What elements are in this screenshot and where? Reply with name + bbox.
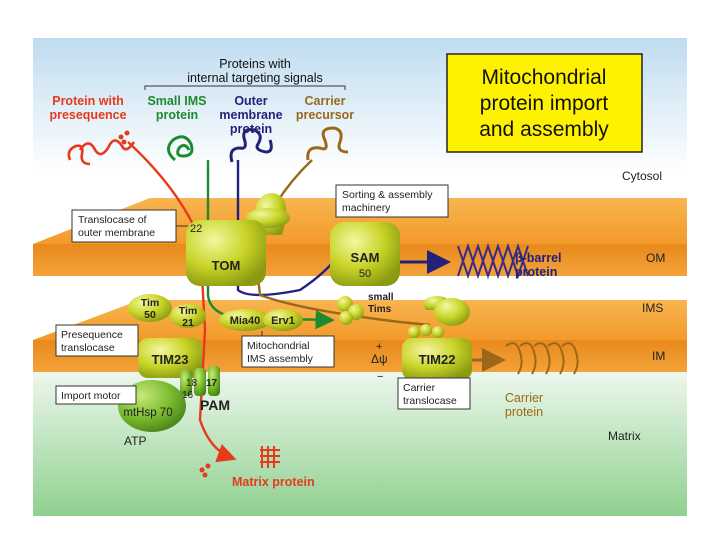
presequence-callout-line-2: translocase	[61, 342, 115, 354]
title-line-3: and assembly	[479, 118, 609, 141]
tim50-label-line-1: Tim	[141, 297, 159, 309]
outer-membrane-protein-icon	[229, 128, 273, 163]
tim23-complex: Tim 50 Tim 21 TIM23	[128, 294, 206, 378]
carrier-translocase-callout-box: Carrier translocase	[397, 377, 471, 410]
group-label-line-2: internal targeting signals	[187, 71, 323, 85]
carrier-protein-label-line-1: Carrier	[505, 391, 543, 405]
import-motor-callout-text: Import motor	[61, 390, 121, 402]
matrix-protein-icon	[260, 446, 280, 468]
presequence-tail-icon	[67, 144, 91, 166]
mia40-label: Mia40	[230, 315, 261, 327]
sorting-callout-box: Sorting & assembly machinery	[335, 184, 449, 218]
carrier-translocase-callout-line-2: translocase	[403, 395, 457, 407]
title-line-2: protein import	[480, 92, 609, 115]
pam16-label: 16	[182, 390, 194, 401]
tim22-label: TIM22	[419, 352, 456, 367]
tom22-label: 22	[190, 223, 202, 235]
small-ims-label-line-2: protein	[156, 108, 198, 122]
pam18-label: 18	[186, 378, 198, 389]
presequence-signal-icon	[118, 130, 130, 145]
region-matrix: Matrix	[608, 429, 641, 443]
delta-psi-label: Δψ	[371, 352, 388, 366]
tim21-label-line-1: Tim	[179, 305, 197, 317]
plus-sign: +	[376, 341, 382, 353]
tim50-label-line-2: 50	[144, 309, 156, 321]
atp-label: ATP	[124, 434, 146, 448]
tom-complex: 22 TOM	[186, 193, 290, 286]
matrix-protein-label: Matrix protein	[232, 475, 315, 489]
tom-callout-box: Translocase of outer membrane	[71, 209, 188, 243]
outer-membrane-label-line-2: membrane	[219, 108, 282, 122]
mthsp70-label: mtHsp 70	[123, 407, 172, 419]
outer-membrane-label-line-1: Outer	[234, 94, 267, 108]
region-im: IM	[652, 349, 665, 363]
presequence-label-line-1: Protein with	[52, 94, 124, 108]
carrier-protein-label-line-2: protein	[505, 405, 543, 419]
ims-assembly-callout-line-1: Mitochondrial	[247, 340, 309, 352]
region-cytosol: Cytosol	[622, 169, 662, 183]
sam-label: SAM	[351, 250, 380, 265]
region-om: OM	[646, 251, 665, 265]
tom-callout-line-1: Translocase of	[78, 214, 147, 226]
minus-sign: −	[377, 371, 383, 383]
carrier-translocase-callout-line-1: Carrier	[403, 382, 436, 394]
beta-barrel-label-line-2: protein	[515, 265, 557, 279]
group-label-line-1: Proteins with	[219, 57, 291, 71]
presequence-label-line-2: presequence	[49, 108, 126, 122]
tom-label: TOM	[212, 258, 241, 273]
sam50-label: 50	[359, 268, 371, 280]
small-ims-protein-icon	[167, 135, 194, 162]
sam-complex: SAM 50	[330, 222, 400, 286]
sorting-callout-line-1: Sorting & assembly	[342, 189, 433, 201]
presequence-protein-icon	[78, 139, 136, 156]
small-ims-label-line-1: Small IMS	[147, 94, 206, 108]
pam-label: PAM	[200, 397, 230, 413]
beta-barrel-icon	[457, 242, 529, 280]
carrier-precursor-label-line-1: Carrier	[305, 94, 346, 108]
carrier-precursor-label-line-2: precursor	[296, 108, 354, 122]
mia40-erv1-complex: Mia40 Erv1	[219, 309, 303, 331]
tim22-complex: TIM22	[402, 296, 472, 380]
import-motor-callout-box: Import motor	[55, 385, 137, 405]
small-tims-label-line-2: Tims	[368, 304, 392, 315]
title-line-1: Mitochondrial	[482, 66, 607, 89]
title-box: Mitochondrial protein import and assembl…	[446, 53, 643, 153]
presequence-callout-box: Presequence translocase	[55, 324, 139, 357]
erv1-label: Erv1	[271, 315, 295, 327]
ims-assembly-callout-line-2: IMS assembly	[247, 353, 314, 365]
small-tims-label-line-1: small	[368, 292, 394, 303]
tim23-label: TIM23	[152, 352, 189, 367]
tom-callout-line-2: outer membrane	[78, 227, 155, 239]
small-tims-complex	[337, 296, 364, 325]
beta-barrel-label-line-1: β-barrel	[515, 251, 562, 265]
carrier-protein-icon	[505, 342, 579, 375]
sorting-callout-line-2: machinery	[342, 202, 391, 214]
group-bracket	[144, 85, 346, 90]
presequence-cleaved-icon	[199, 463, 211, 478]
carrier-precursor-icon	[306, 126, 349, 161]
pam17-label: 17	[206, 378, 218, 389]
region-ims: IMS	[642, 301, 663, 315]
tim21-label-line-2: 21	[182, 317, 194, 329]
ims-assembly-callout-box: Mitochondrial IMS assembly	[241, 331, 335, 368]
presequence-callout-line-1: Presequence	[61, 329, 123, 341]
